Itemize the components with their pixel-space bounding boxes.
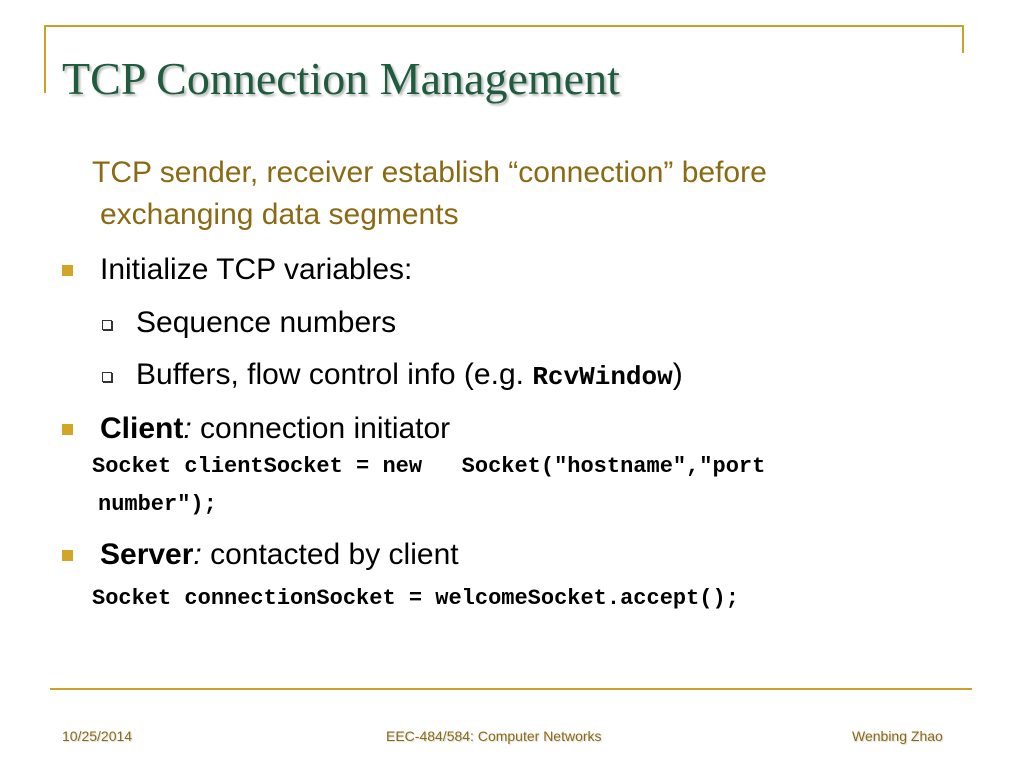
frame-left-line — [44, 25, 46, 93]
server-colon: : — [193, 538, 202, 571]
slide-title: TCP Connection Management — [62, 53, 620, 104]
buffers-suffix: ) — [672, 358, 683, 391]
client-label: Client — [100, 412, 184, 445]
square-bullet-icon — [62, 424, 73, 435]
footer-author: Wenbing Zhao — [852, 728, 943, 744]
client-description: connection initiator — [191, 412, 451, 445]
rcvwindow-code: RcvWindow — [532, 362, 673, 392]
subbullet-buffers-text: Buffers, flow control info (e.g. RcvWind… — [136, 355, 683, 397]
footer-course: EEC-484/584: Computer Networks — [386, 728, 602, 744]
client-code-line-2: number"); — [98, 492, 217, 517]
buffers-prefix: Buffers, flow control info (e.g. — [136, 358, 533, 391]
square-bullet-icon — [62, 550, 73, 561]
bullet-initialize-text: Initialize TCP variables: — [100, 253, 413, 286]
intro-line-1: TCP sender, receiver establish “connecti… — [92, 156, 767, 189]
footer-date: 10/25/2014 — [62, 728, 133, 744]
server-label: Server — [100, 538, 194, 571]
square-bullet-icon — [62, 265, 73, 276]
client-colon: : — [183, 412, 192, 445]
bullet-server-text: Server: contacted by client — [100, 535, 459, 575]
subbullet-sequence-text: Sequence numbers — [136, 306, 397, 339]
server-code-line: Socket connectionSocket = welcomeSocket.… — [92, 586, 739, 611]
intro-line-2: exchanging data segments — [100, 198, 459, 231]
bullet-client-text: Client: connection initiator — [100, 409, 450, 449]
intro-paragraph: TCP sender, receiver establish “connecti… — [92, 152, 962, 236]
frame-top-line — [44, 25, 964, 27]
hollow-square-bullet-icon — [102, 320, 112, 330]
client-code-line-1: Socket clientSocket = new Socket("hostna… — [92, 454, 766, 479]
footer-divider — [50, 688, 972, 690]
server-description: contacted by client — [201, 538, 459, 571]
frame-right-line — [962, 25, 964, 53]
hollow-square-bullet-icon — [102, 372, 112, 382]
